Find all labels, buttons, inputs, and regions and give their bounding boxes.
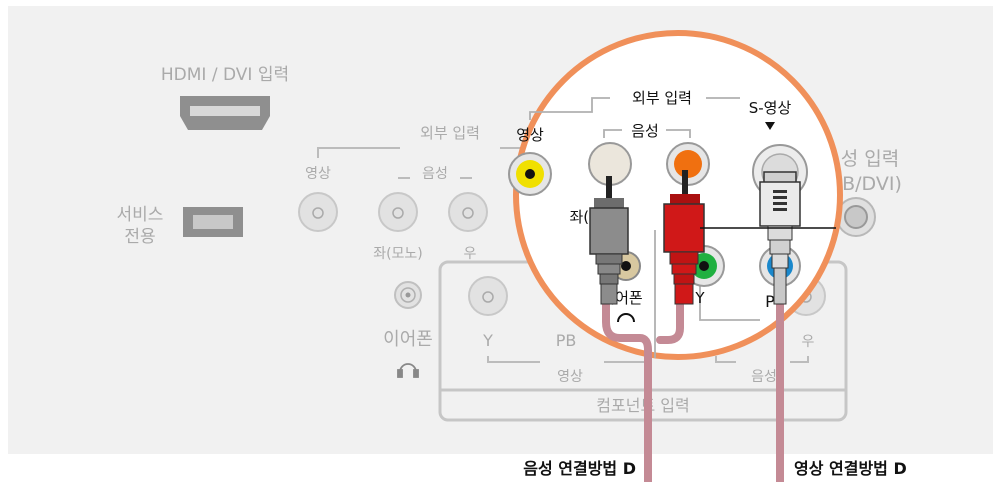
component-video-label: 영상 [557,369,583,385]
component-pb-label: PB [556,331,577,350]
left-mono-label: 좌(모노) [373,246,423,262]
component-y-jack-faded [468,276,508,316]
svideo-arrow-icon [765,122,775,130]
right-label: 우 [464,246,477,262]
zoom-audio-label: 음성 [631,122,659,140]
rgb-audio-jack-faded [836,197,876,237]
zoom-brackets [529,97,760,358]
external-input-label: 외부 입력 [420,124,480,142]
red-audio-plug [663,170,705,305]
headphone-icon [397,363,419,378]
cables [602,301,784,480]
audio-label: 음성 [422,166,448,182]
audio-left-jack-faded [378,192,418,232]
component-brackets [487,356,809,363]
zoom-headphone-icon [617,313,635,323]
video-jack-faded [298,192,338,232]
zoom-svideo-label: S-영상 [749,99,792,117]
zoom-pr-label: P [765,292,775,311]
service-port [183,207,243,237]
component-audio-right-label: 우 [802,334,815,350]
hdmi-port [180,96,270,130]
audio-method-caption: 음성 연결방법 D [523,459,636,478]
component-input-label: 컴포넌트 입력 [596,396,689,415]
video-method-caption: 영상 연결방법 D [794,459,907,478]
rgb-input-label-line1: 성 입력 [841,148,899,170]
service-label-line2: 전용 [124,227,155,247]
component-y-label: Y [482,331,493,350]
service-label-line1: 서비스 [117,205,164,225]
hdmi-label: HDMI / DVI 입력 [161,65,289,85]
zoom-video-jack [508,152,552,196]
gray-audio-plug [589,176,629,305]
zoom-audio-right-jack [666,142,710,186]
rgb-input-label-line2: B/DVI) [842,173,902,195]
zoom-video-label: 영상 [516,126,544,144]
component-audio-label: 음성 [751,369,777,385]
svideo-plug [759,171,801,305]
video-label: 영상 [305,166,331,182]
caption-strip [0,454,995,482]
earphone-label: 이어폰 [383,329,433,350]
audio-right-jack-faded [448,192,488,232]
zoom-external-input-label: 외부 입력 [632,89,692,107]
zoom-y-label: Y [694,289,705,307]
earphone-jack-faded [394,281,422,309]
